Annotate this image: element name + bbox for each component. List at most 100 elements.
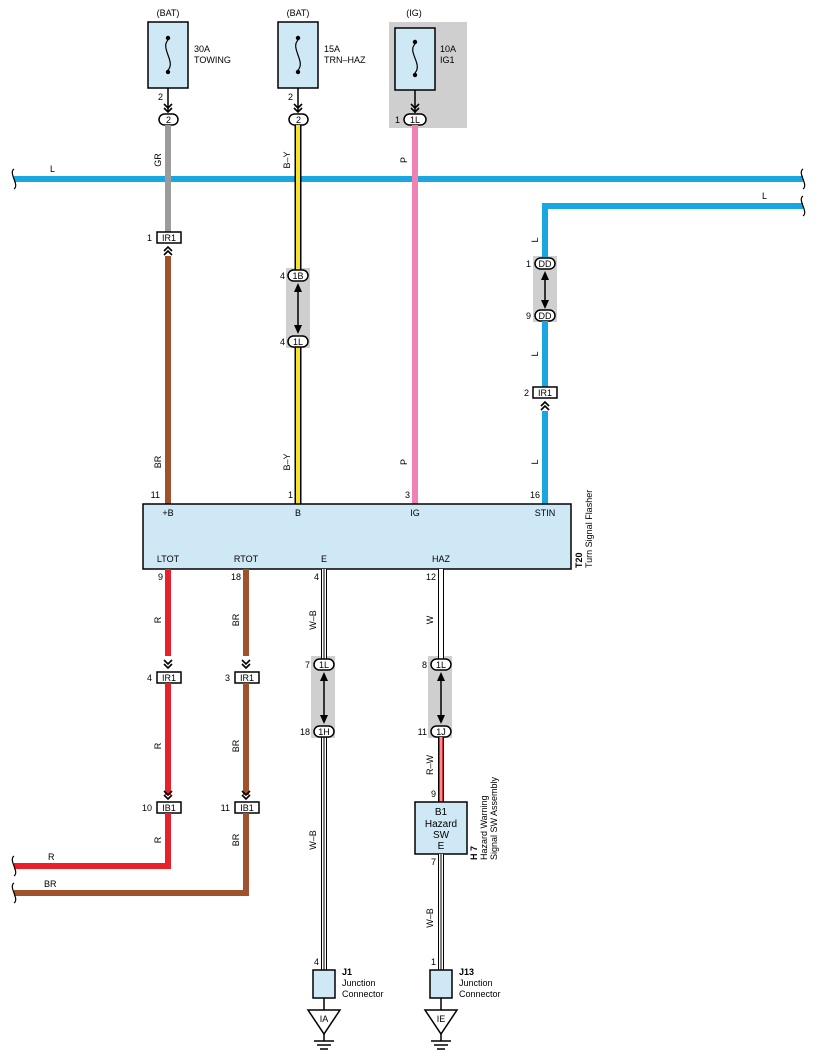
svg-text:1: 1 [526, 259, 531, 269]
svg-text:IR1: IR1 [162, 673, 176, 683]
svg-text:L: L [530, 351, 540, 356]
gray-wire-label: GR [153, 153, 163, 167]
fuse-ig1-name: IG1 [440, 55, 455, 65]
fuse-trn-haz-conn: 2 [296, 115, 301, 125]
svg-text:W–B: W–B [308, 610, 318, 630]
svg-text:1: 1 [431, 957, 436, 967]
svg-text:R–W: R–W [425, 754, 435, 775]
hazard-switch: B1 Hazard SW E [414, 801, 468, 855]
bottom-br-label: BR [44, 879, 57, 889]
svg-text:W–B: W–B [308, 830, 318, 850]
fuse-ig1: (IG) 10A IG1 1L 1 [394, 8, 456, 126]
svg-text:E: E [321, 554, 327, 564]
connector-1l-haz: 1L 8 [422, 658, 452, 671]
svg-text:2: 2 [524, 388, 529, 398]
connector-1h: 1H 18 [300, 725, 335, 738]
top-bus-wire: L [11, 164, 806, 190]
svg-text:Connector: Connector [459, 989, 501, 999]
svg-text:1H: 1H [318, 727, 330, 737]
junction-j13: 1 J13 Junction Connector IE [423, 957, 501, 1050]
svg-text:IE: IE [437, 1014, 446, 1024]
connector-ir1-rtot: IR1 3 [225, 671, 260, 684]
fuse-towing-amps: 30A [194, 44, 210, 54]
flasher-pin-12: 12 [426, 572, 436, 582]
svg-text:STIN: STIN [535, 508, 556, 518]
svg-text:B1: B1 [435, 807, 448, 818]
svg-text:SW: SW [433, 830, 450, 841]
svg-text:Hazard Warning: Hazard Warning [479, 795, 489, 860]
connector-1j: 1J 11 [418, 725, 452, 738]
svg-text:7: 7 [305, 660, 310, 670]
junction-j1: 4 J1 Junction Connector IA [306, 957, 384, 1050]
turn-signal-flasher: +B B IG STIN LTOT RTOT E HAZ [142, 503, 572, 570]
hazard-switch-caption: H 7 Hazard Warning Signal SW Assembly [469, 776, 499, 860]
svg-text:+B: +B [162, 508, 173, 518]
right-bus-label: L [762, 191, 767, 201]
svg-text:B: B [295, 508, 301, 518]
connector-1l-e: 1L 7 [305, 658, 335, 671]
svg-text:9: 9 [431, 789, 436, 799]
p-upper-label: P [399, 157, 409, 163]
svg-text:R: R [153, 836, 163, 843]
svg-text:BR: BR [231, 833, 241, 846]
connector-ib1-right: IB1 11 [221, 801, 260, 814]
flasher-pin-11: 11 [151, 490, 160, 500]
p-lower-label: P [399, 459, 409, 465]
fuse-ig1-source: (IG) [406, 8, 422, 18]
svg-text:HAZ: HAZ [432, 554, 451, 564]
fuse-ig1-pin: 1 [395, 115, 400, 125]
svg-text:1L: 1L [319, 660, 329, 670]
svg-text:B–Y: B–Y [282, 453, 292, 470]
flasher-pin-1: 1 [288, 490, 293, 500]
svg-text:IG: IG [410, 508, 420, 518]
svg-text:Turn Signal Flasher: Turn Signal Flasher [584, 490, 594, 568]
fuse-ig1-amps: 10A [440, 44, 456, 54]
svg-text:L: L [530, 459, 540, 464]
flasher-pin-4: 4 [314, 572, 319, 582]
svg-text:IB1: IB1 [240, 803, 254, 813]
svg-text:W: W [425, 615, 435, 624]
flasher-pin-9: 9 [158, 572, 163, 582]
fuse-trn-haz-amps: 15A [324, 44, 340, 54]
svg-text:7: 7 [431, 857, 436, 867]
fuse-trn-haz: (BAT) 15A TRN–HAZ 2 2 [277, 8, 366, 126]
fuse-towing-name: TOWING [194, 55, 231, 65]
svg-text:9: 9 [526, 311, 531, 321]
svg-text:IR1: IR1 [538, 388, 552, 398]
flasher-caption: T20 Turn Signal Flasher [574, 490, 594, 568]
svg-text:IR1: IR1 [162, 233, 176, 243]
svg-text:R: R [153, 616, 163, 623]
svg-text:4: 4 [314, 957, 319, 967]
svg-text:LTOT: LTOT [157, 554, 180, 564]
connector-ir1-right: IR1 2 [524, 386, 558, 399]
fuse-ig1-conn: 1L [410, 115, 420, 125]
fuse-trn-haz-name: TRN–HAZ [324, 55, 366, 65]
svg-text:8: 8 [422, 660, 427, 670]
right-bus-wire: L [542, 191, 806, 262]
svg-text:J1: J1 [342, 967, 352, 977]
connector-ir1-top: IR1 1 [147, 231, 182, 244]
fuse-trn-haz-source: (BAT) [287, 8, 310, 18]
svg-text:BR: BR [231, 613, 241, 626]
connector-1l-by: 1L 4 [280, 335, 309, 348]
svg-text:1: 1 [147, 233, 152, 243]
svg-text:11: 11 [221, 803, 230, 813]
connector-dd-9: DD 9 [526, 309, 556, 322]
fuse-towing-conn: 2 [166, 115, 171, 125]
svg-text:10: 10 [142, 803, 152, 813]
svg-text:B–Y: B–Y [282, 151, 292, 168]
flasher-pin-3: 3 [405, 490, 410, 500]
svg-text:Connector: Connector [342, 989, 384, 999]
svg-text:Hazard: Hazard [425, 819, 457, 830]
svg-text:Signal SW Assembly: Signal SW Assembly [489, 776, 499, 860]
svg-text:1J: 1J [436, 727, 446, 737]
svg-text:1B: 1B [292, 271, 303, 281]
flasher-pin-18: 18 [231, 572, 241, 582]
br-left-label: BR [153, 455, 163, 468]
svg-text:RTOT: RTOT [234, 554, 259, 564]
svg-text:Junction: Junction [459, 978, 493, 988]
connector-ib1-left: IB1 10 [142, 801, 182, 814]
svg-text:1L: 1L [293, 337, 303, 347]
svg-text:11: 11 [418, 727, 427, 737]
